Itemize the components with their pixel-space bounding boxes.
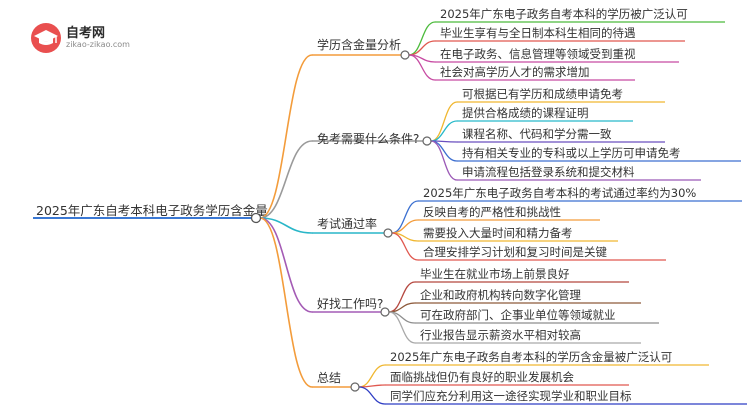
leaf-connector <box>408 21 436 56</box>
leaf-label: 可根据已有学历和成绩申请免考 <box>462 87 623 101</box>
branch-node-circle <box>383 228 393 238</box>
leaf-label: 2025年广东电子政务自考本科的学历被广泛认可 <box>440 7 688 21</box>
leaf-connector <box>430 140 458 162</box>
root-node-label: 2025年广东自考本科电子政务学历含金量 <box>36 203 268 218</box>
leaf-label: 行业报告显示薪资水平相对较高 <box>420 328 581 342</box>
branch-label: 总结 <box>317 371 341 385</box>
leaf-label: 需要投入大量时间和精力备考 <box>423 226 573 240</box>
leaf-label: 同学们应充分利用这一途径实现学业和职业目标 <box>390 389 632 403</box>
leaf-connector <box>358 364 386 388</box>
leaf-label: 2025年广东电子政务自考本科的学历含金量被广泛认可 <box>390 350 672 364</box>
leaf-connector <box>391 232 419 261</box>
leaf-connector <box>430 120 458 142</box>
leaf-label: 毕业生在就业市场上前景良好 <box>420 267 570 281</box>
leaf-connector <box>358 386 386 405</box>
branch-node-circle <box>350 382 360 392</box>
branch-label: 考试通过率 <box>317 216 377 231</box>
leaf-label: 毕业生享有与全日制本科生相同的待遇 <box>440 26 636 40</box>
leaf-label: 申请流程包括登录系统和提交材料 <box>462 165 635 179</box>
leaf-connector <box>408 54 436 81</box>
branch-connector <box>259 140 313 219</box>
branch-connector <box>259 217 313 234</box>
leaf-label: 可在政府部门、企事业单位等领域就业 <box>420 308 616 322</box>
leaf-connector <box>391 200 419 234</box>
branch-label: 免考需要什么条件? <box>317 131 419 146</box>
leaf-label: 提供合格成绩的课程证明 <box>462 106 589 120</box>
root-node-circle <box>250 212 262 224</box>
leaf-label: 课程名称、代码和学分需一致 <box>462 127 612 141</box>
leaf-connector <box>430 140 458 181</box>
branch-connector <box>259 54 313 219</box>
branch-node-circle <box>422 136 432 146</box>
leaf-label: 持有相关专业的专科或以上学历可申请免考 <box>462 146 681 160</box>
leaf-label: 合理安排学习计划和复习时间是关键 <box>423 245 607 259</box>
leaf-label: 2025年广东电子政务自考本科的考试通过率约为30% <box>423 186 696 200</box>
site-logo: 自考网 zikao-zikao.com <box>30 20 140 56</box>
branch-label: 好找工作吗? <box>317 297 383 311</box>
leaf-connector <box>391 219 419 234</box>
leaf-label: 在电子政务、信息管理等领域受到重视 <box>440 47 636 61</box>
graduation-cap-icon <box>31 23 61 53</box>
branch-connector <box>259 217 313 313</box>
branch-node-circle <box>380 307 390 317</box>
leaf-connector <box>388 311 416 344</box>
leaf-label: 企业和政府机构转向数字化管理 <box>420 288 581 302</box>
branch-connector <box>259 217 313 388</box>
leaf-label: 反映自考的严格性和挑战性 <box>423 205 561 219</box>
leaf-label: 社会对高学历人才的需求增加 <box>440 65 590 79</box>
branch-label: 学历含金量分析 <box>317 37 401 52</box>
leaf-connector <box>408 40 436 56</box>
logo-title: 自考网 <box>66 26 106 41</box>
leaf-label: 面临挑战但仍有良好的职业发展机会 <box>390 370 574 384</box>
branch-node-circle <box>400 50 410 60</box>
logo-url: zikao-zikao.com <box>66 40 130 49</box>
